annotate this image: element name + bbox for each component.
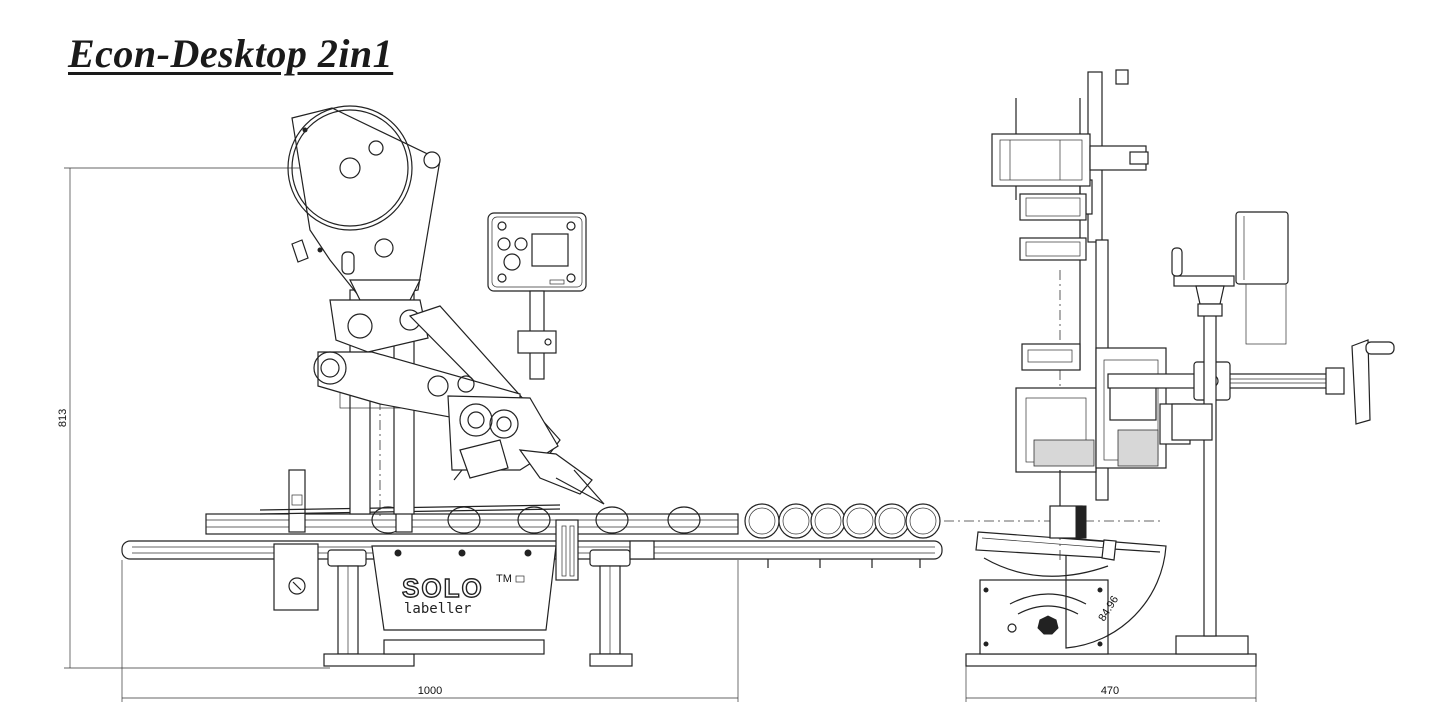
side-reel — [991, 133, 1149, 261]
dimension-width-front-label: 1000 — [418, 685, 442, 697]
dimension-width-front: 1000 — [121, 560, 739, 702]
page-title: Econ-Desktop 2in1 — [68, 31, 394, 76]
side-applicator — [1015, 343, 1191, 539]
side-post — [1171, 211, 1289, 637]
control-box — [487, 212, 587, 380]
machine-base: SOLO TM labeller — [371, 545, 557, 631]
side-conveyor — [975, 531, 1117, 577]
machine-legs — [323, 549, 633, 667]
dimension-height: 813 — [57, 167, 345, 669]
label-reel-arm — [287, 105, 441, 301]
applicator-mechanism — [313, 299, 605, 505]
brand-subtitle: labeller — [404, 601, 471, 617]
side-base — [965, 579, 1257, 667]
dimension-height-label: 813 — [57, 409, 69, 427]
dimension-width-side-label: 470 — [1101, 685, 1119, 697]
dimension-width-side: 470 — [965, 666, 1257, 702]
side-view: 470 84.96 — [944, 69, 1395, 702]
front-view: 813 1000 — [57, 105, 943, 702]
brand-logo: SOLO — [402, 573, 484, 603]
side-arm — [1107, 339, 1395, 425]
brand-trademark: TM — [496, 573, 512, 585]
side-plate — [273, 519, 655, 611]
bottles — [371, 503, 941, 539]
